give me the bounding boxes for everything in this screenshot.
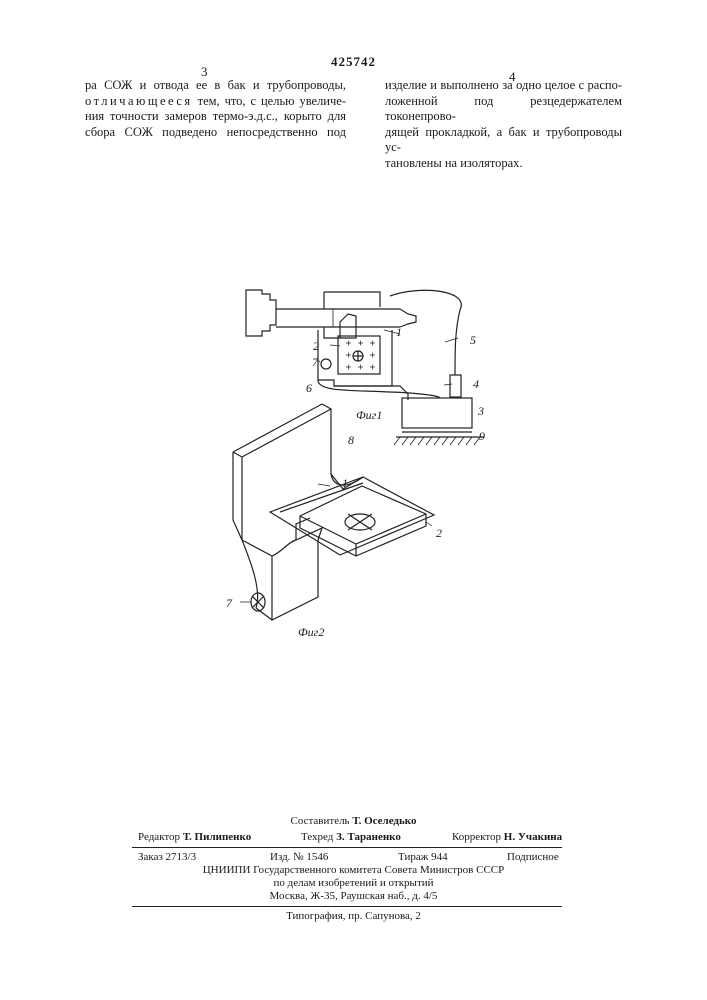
fig1-label-4: 4: [473, 377, 479, 391]
fig1-caption: Фиг1: [356, 408, 382, 422]
editor-line: Редактор Т. Пилипенко: [138, 831, 251, 844]
fig2-label-1: 1: [342, 476, 348, 490]
fig2-caption: Фиг2: [298, 625, 324, 639]
fig1-label-6: 6: [306, 381, 312, 395]
fig2-label-7: 7: [226, 596, 233, 610]
affairs: по делам изобретений и открытий: [0, 877, 707, 890]
fig1-label-2: 2: [313, 339, 319, 353]
techred-name: З. Тараненко: [336, 831, 401, 843]
techred-line: Техред З. Тараненко: [301, 831, 401, 844]
fig1-label-5: 5: [470, 333, 476, 347]
techred-label: Техред: [301, 831, 333, 843]
corrector-name: Н. Учакина: [504, 831, 562, 843]
address: Москва, Ж-35, Раушская наб., д. 4/5: [0, 890, 707, 903]
tirazh: Тираж 944: [398, 851, 448, 864]
fig1-label-9: 9: [479, 429, 485, 443]
fig2-label-8: 8: [348, 433, 354, 447]
corrector-label: Корректор: [452, 831, 501, 843]
fig1-label-1: 1: [396, 325, 402, 339]
compiler-name: Т. Оселедько: [352, 815, 416, 827]
footer-rule-2: [132, 906, 562, 907]
fig1-label-7: 7: [312, 355, 319, 369]
figure-1-plus-marks: [346, 341, 375, 370]
printing: Типография, пр. Сапунова, 2: [0, 910, 707, 923]
compiler-label: Составитель: [290, 815, 349, 827]
fig1-label-3: 3: [477, 404, 484, 418]
compiler-line: Составитель Т. Оселедько: [0, 815, 707, 828]
fig2-label-2: 2: [436, 526, 442, 540]
editor-label: Редактор: [138, 831, 180, 843]
footer-rule: [132, 847, 562, 848]
izd-number: Изд. № 1546: [270, 851, 328, 864]
corrector-line: Корректор Н. Учакина: [452, 831, 562, 844]
institute: ЦНИИПИ Государственного комитета Совета …: [0, 864, 707, 877]
order-number: Заказ 2713/3: [138, 851, 196, 864]
podpisnoe: Подписное: [507, 851, 559, 864]
editor-name: Т. Пилипенко: [183, 831, 251, 843]
